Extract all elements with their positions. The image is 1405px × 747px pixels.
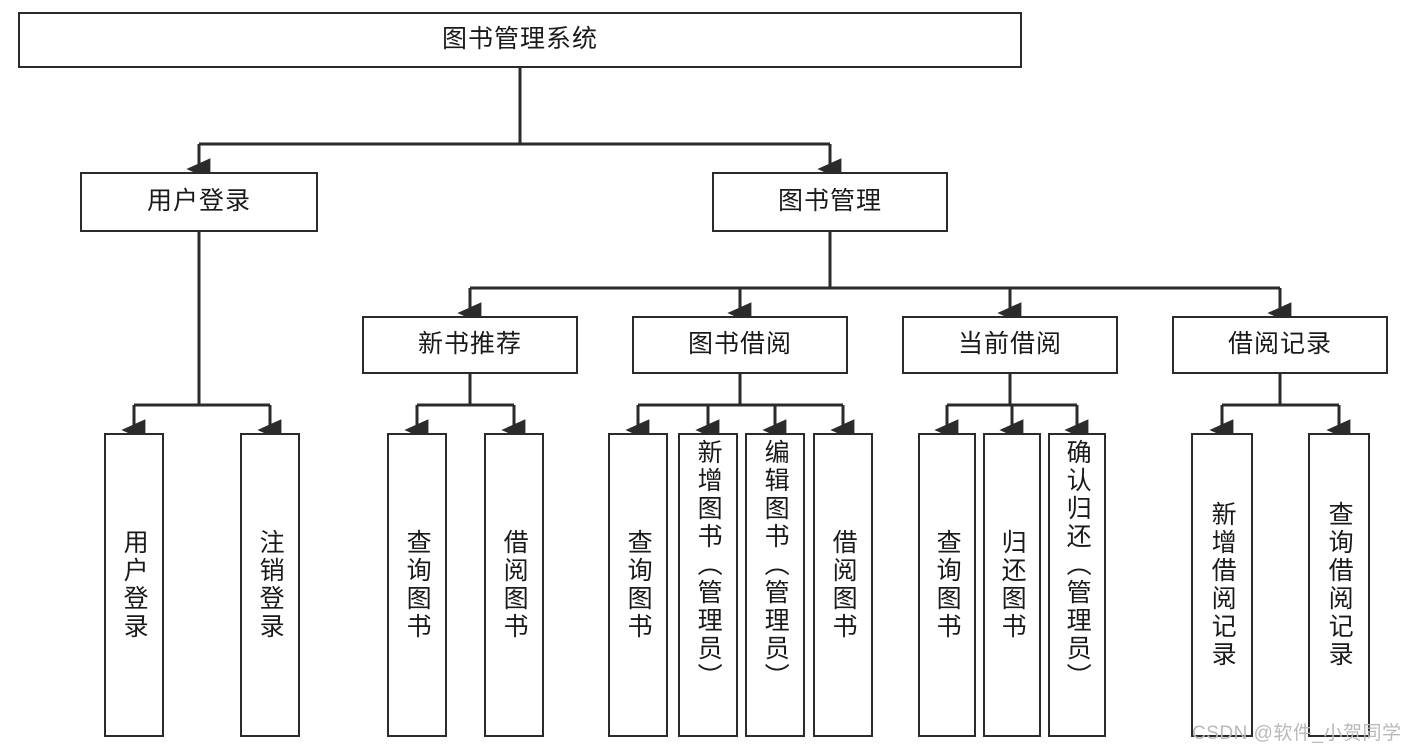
node-label: 查询图书 [403, 529, 432, 641]
node-label: 查询借阅记录 [1325, 501, 1354, 669]
node-l3-b[interactable]: 图书借阅 [632, 316, 848, 374]
node-root[interactable]: 图书管理系统 [18, 12, 1022, 68]
node-leaf-cb-q[interactable]: 查询图书 [918, 433, 976, 737]
node-label: 新书推荐 [417, 330, 522, 359]
node-leaf-br-qry[interactable]: 查询借阅记录 [1308, 433, 1370, 737]
node-l2-a[interactable]: 用户登录 [80, 172, 318, 232]
node-label: 注销登录 [256, 529, 285, 641]
node-leaf-cb-cfm[interactable]: 确认归还（管理员） [1048, 433, 1106, 737]
node-leaf-bb-q[interactable]: 查询图书 [608, 433, 668, 737]
node-label: 用户登录 [120, 529, 149, 641]
node-leaf-cb-ret[interactable]: 归还图书 [983, 433, 1041, 737]
node-leaf-login[interactable]: 用户登录 [104, 433, 164, 737]
node-leaf-nb-q[interactable]: 查询图书 [387, 433, 447, 737]
node-l2-b[interactable]: 图书管理 [712, 172, 948, 232]
node-label: 图书管理系统 [441, 25, 598, 54]
node-label: 新增借阅记录 [1208, 501, 1237, 669]
node-label: 编辑图书（管理员） [761, 439, 790, 691]
node-label: 确认归还（管理员） [1063, 439, 1092, 691]
node-l3-c[interactable]: 当前借阅 [902, 316, 1118, 374]
node-label: 图书管理 [777, 187, 882, 216]
node-l3-d[interactable]: 借阅记录 [1172, 316, 1388, 374]
node-label: 当前借阅 [957, 330, 1062, 359]
node-label: 借阅图书 [829, 529, 858, 641]
node-label: 查询图书 [624, 529, 653, 641]
node-leaf-logout[interactable]: 注销登录 [240, 433, 300, 737]
node-label: 借阅图书 [500, 529, 529, 641]
node-label: 图书借阅 [687, 330, 792, 359]
node-leaf-nb-b[interactable]: 借阅图书 [484, 433, 544, 737]
node-l3-a[interactable]: 新书推荐 [362, 316, 578, 374]
csdn-watermark: CSDN @软件_小贺同学 [1192, 723, 1402, 744]
node-label: 借阅记录 [1227, 330, 1332, 359]
node-leaf-br-add[interactable]: 新增借阅记录 [1191, 433, 1253, 737]
node-label: 查询图书 [933, 529, 962, 641]
node-label: 新增图书（管理员） [694, 439, 723, 691]
node-leaf-bb-add[interactable]: 新增图书（管理员） [678, 433, 738, 737]
node-leaf-bb-edt[interactable]: 编辑图书（管理员） [745, 433, 805, 737]
node-leaf-bb-brw[interactable]: 借阅图书 [813, 433, 873, 737]
node-label: 用户登录 [146, 187, 251, 216]
node-label: 归还图书 [998, 529, 1027, 641]
